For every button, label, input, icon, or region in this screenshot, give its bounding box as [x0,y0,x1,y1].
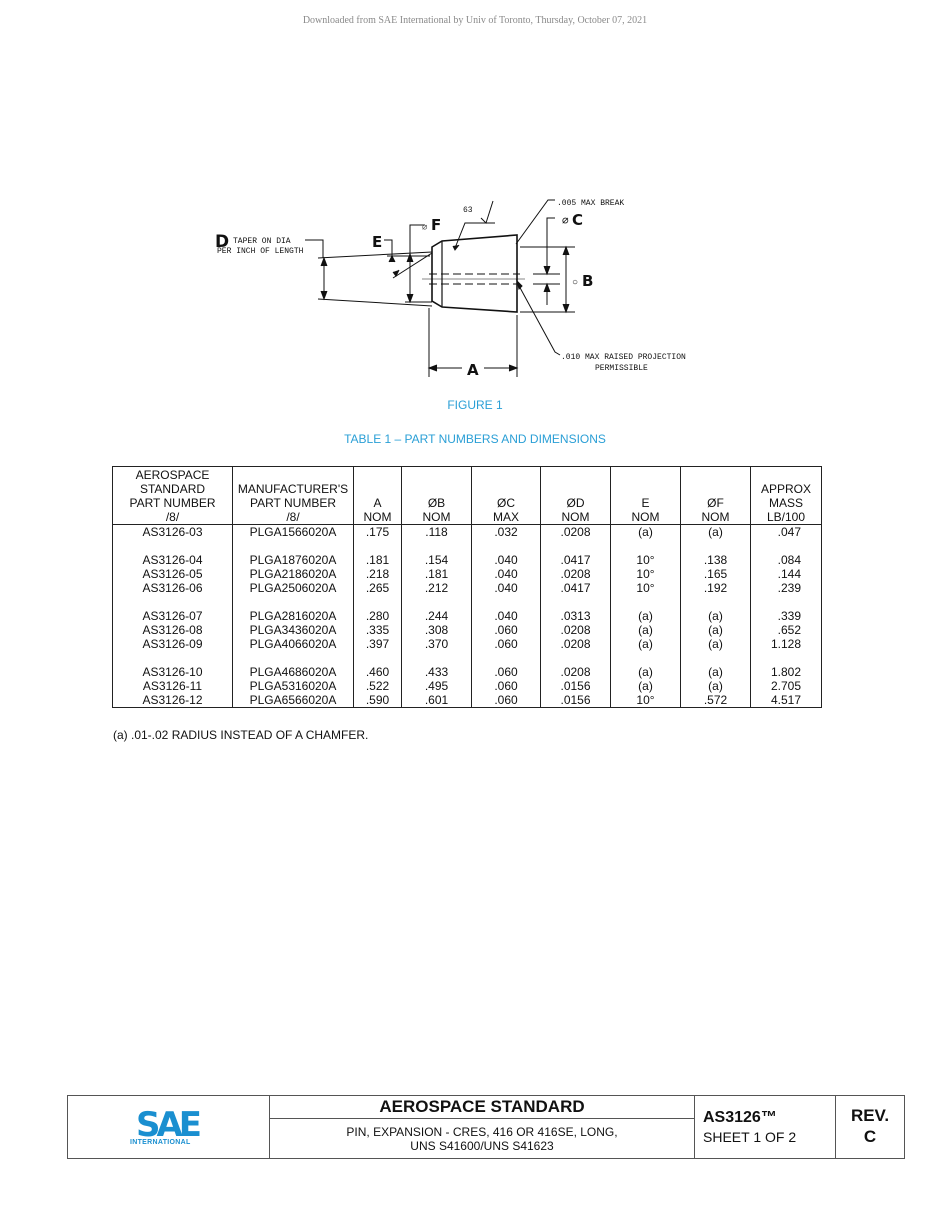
table-caption: TABLE 1 – PART NUMBERS AND DIMENSIONS [344,432,606,446]
revision-value: C [863,1127,877,1146]
svg-text:.005 MAX BREAK: .005 MAX BREAK [557,199,624,208]
table-spacer [112,651,822,665]
svg-text:A: A [467,361,479,379]
svg-text:PERMISSIBLE: PERMISSIBLE [595,364,648,373]
svg-text:.010 MAX RAISED PROJECTION: .010 MAX RAISED PROJECTION [561,353,686,362]
svg-text:63: 63 [463,206,473,215]
sheet-indicator: SHEET 1 OF 2 [703,1129,797,1145]
title-block: SAE INTERNATIONAL AEROSPACE STANDARD PIN… [67,1095,905,1159]
technical-drawing: D TAPER ON DIA PER INCH OF LENGTH E ⌀ F … [200,190,740,390]
svg-text:PER INCH OF LENGTH: PER INCH OF LENGTH [217,247,304,256]
svg-text:B: B [582,272,593,290]
revision-cell: REV. C [836,1096,904,1158]
svg-text:C: C [572,211,583,229]
svg-text:⌀: ⌀ [562,216,569,228]
svg-text:F: F [431,216,441,234]
table-spacer [112,539,822,553]
figure-caption: FIGURE 1 [447,398,503,412]
svg-text:○: ○ [572,278,578,289]
svg-text:TAPER ON DIA: TAPER ON DIA [233,237,291,246]
logo-cell: SAE INTERNATIONAL [68,1096,270,1158]
document-number-cell: AS3126™ SHEET 1 OF 2 [695,1096,836,1158]
document-subtitle: PIN, EXPANSION - CRES, 416 OR 416SE, LON… [346,1125,618,1153]
document-type: AEROSPACE STANDARD [270,1096,694,1119]
label-D: D [215,232,229,252]
table-footnote: (a) .01-.02 RADIUS INSTEAD OF A CHAMFER. [113,728,369,742]
svg-text:⌀: ⌀ [422,223,428,233]
sae-logo-subtext: INTERNATIONAL [130,1139,191,1146]
revision-label: REV. [850,1106,890,1125]
table-spacer [112,595,822,609]
document-number: AS3126™ [703,1109,777,1126]
svg-text:E: E [372,233,382,251]
sae-logo-icon: SAE [136,1105,202,1145]
title-cell: AEROSPACE STANDARD PIN, EXPANSION - CRES… [270,1096,695,1158]
download-watermark: Downloaded from SAE International by Uni… [302,15,648,26]
svg-text:SAE: SAE [136,1105,200,1145]
